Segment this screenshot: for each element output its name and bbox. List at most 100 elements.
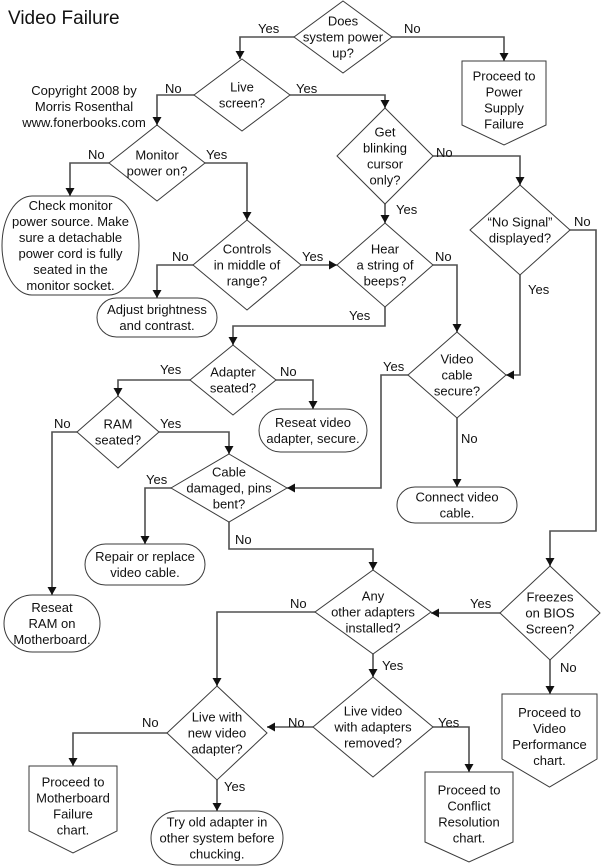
node-text-line: Any xyxy=(362,589,385,604)
arrowhead-icon xyxy=(452,324,462,332)
connector-line xyxy=(159,431,230,454)
node-text-line: chart. xyxy=(453,831,486,846)
arrowhead-icon xyxy=(212,678,222,686)
arrowhead-icon xyxy=(235,51,245,59)
arrowhead-icon xyxy=(506,370,514,380)
decision-diamond xyxy=(336,107,434,205)
arrowhead-icon xyxy=(65,188,75,196)
connector-line xyxy=(232,307,386,345)
node-text-line: chart. xyxy=(533,753,566,768)
edge-label-yes: Yes xyxy=(258,21,280,36)
connector-live_screen-to-monitor_power xyxy=(152,94,194,125)
arrowhead-icon xyxy=(464,764,474,772)
node-text-line: Power xyxy=(486,85,524,100)
node-text-line: power on? xyxy=(127,164,188,179)
decision-diamond xyxy=(314,569,432,655)
connector-line xyxy=(239,36,294,59)
node-text-line: Controls xyxy=(223,242,272,257)
edge-label-no: No xyxy=(436,145,453,160)
node-text-line: cable. xyxy=(440,506,475,521)
decision-diamond xyxy=(166,685,268,781)
edge-label-yes: Yes xyxy=(470,596,492,611)
copyright-line: Copyright 2008 by xyxy=(31,83,137,98)
terminal-shape xyxy=(3,594,101,653)
connector-line xyxy=(228,522,374,570)
connector-line xyxy=(156,94,194,125)
node-text-line: secure? xyxy=(434,384,480,399)
connector-live_new-to-motherboard_failure xyxy=(68,732,167,766)
connector-other_adapters-to-live_new xyxy=(212,611,315,686)
edge-label-yes: Yes xyxy=(382,658,404,673)
connector-adapter_seated-to-reseat_adapter xyxy=(276,379,318,409)
node-text-line: Live with xyxy=(192,710,243,725)
node-text-line: blinking xyxy=(363,141,407,156)
arrowhead-icon xyxy=(329,260,337,270)
connector-controls_middle-to-adjust_brightness xyxy=(152,264,193,298)
connector-freezes_bios-to-other_adapters xyxy=(431,608,500,618)
edge-label-yes: Yes xyxy=(224,779,246,794)
connector-cable_damaged-to-other_adapters xyxy=(228,522,378,570)
terminal-shape xyxy=(96,297,218,338)
node-text-line: displayed? xyxy=(489,231,551,246)
arrowhead-icon xyxy=(287,483,295,493)
copyright-author: Morris Rosenthal xyxy=(35,99,133,114)
edge-label-yes: Yes xyxy=(160,362,182,377)
edge-label-yes: Yes xyxy=(349,308,371,323)
decision-no-signal: “No Signal”displayed? xyxy=(469,184,571,276)
connector-ram_seated-to-cable_damaged xyxy=(159,431,234,454)
connector-live_removed-to-live_new xyxy=(267,722,313,732)
offpage-connector-shape xyxy=(28,765,118,854)
node-text-line: power cord is fully xyxy=(18,246,123,261)
offpage-connector-shape xyxy=(501,693,598,788)
edge-label-no: No xyxy=(165,81,182,96)
terminal-shape xyxy=(1,195,140,296)
connector-controls_middle-to-beeps xyxy=(301,260,337,270)
node-text-line: Reseat xyxy=(31,600,73,615)
node-text-line: Connect video xyxy=(415,490,498,505)
connector-power_up-to-live_screen xyxy=(235,36,294,59)
node-text-line: Proceed to xyxy=(42,775,105,790)
node-text-line: system power xyxy=(303,30,384,45)
copyright-website: www.fonerbooks.com xyxy=(21,115,146,130)
node-text-line: in middle of xyxy=(214,258,281,273)
node-text-line: Motherboard xyxy=(36,791,110,806)
connector-adapter_seated-to-ram_seated xyxy=(113,379,190,396)
edge-label-no: No xyxy=(435,249,452,264)
node-text-line: Video xyxy=(533,721,566,736)
node-text-line: Failure xyxy=(53,807,93,822)
node-text-line: adapter? xyxy=(191,742,242,757)
arrowhead-icon xyxy=(224,446,234,454)
edge-label-no: No xyxy=(560,660,577,675)
terminal-shape xyxy=(258,408,368,453)
node-text-line: seated? xyxy=(210,381,256,396)
node-text-line: screen? xyxy=(219,96,265,111)
node-text-line: Check monitor xyxy=(29,198,113,213)
connector-line xyxy=(433,726,470,772)
connector-blinking_cursor-to-beeps xyxy=(380,204,390,223)
edge-label-yes: Yes xyxy=(302,249,324,264)
copyright-notice: Copyright 2008 by Morris Rosenthal www.f… xyxy=(21,83,146,130)
node-text-line: damaged, pins xyxy=(186,481,272,496)
arrowhead-icon xyxy=(267,722,275,732)
decision-diamond xyxy=(312,676,434,778)
connector-line xyxy=(72,732,167,766)
node-text-line: range? xyxy=(227,274,267,289)
arrowhead-icon xyxy=(452,479,462,487)
connector-line xyxy=(117,379,190,396)
connector-live_screen-to-blinking_cursor xyxy=(290,94,390,108)
node-text-line: cursor xyxy=(367,157,404,172)
arrowhead-icon xyxy=(515,177,525,185)
connector-cable_damaged-to-repair_cable xyxy=(140,487,171,544)
node-text-line: cable xyxy=(441,368,472,383)
node-text-line: on BIOS xyxy=(525,606,574,621)
connector-line xyxy=(216,611,315,686)
